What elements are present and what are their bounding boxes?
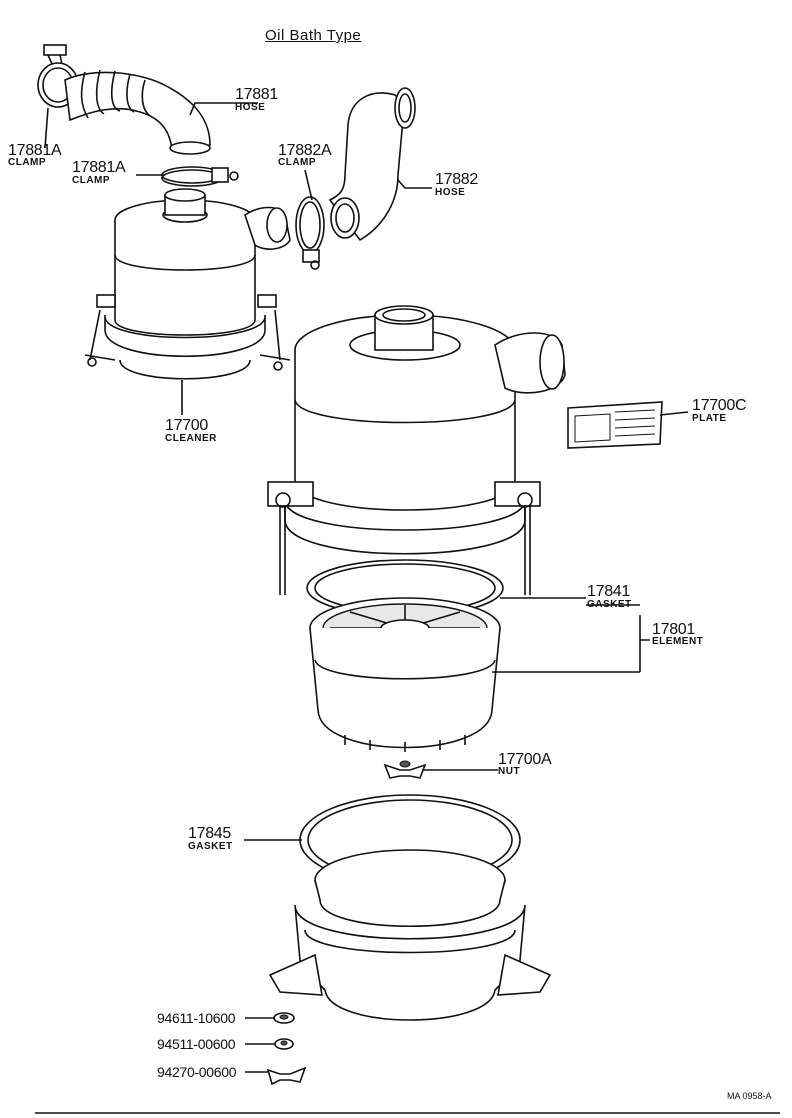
part-number-17801: 17801 xyxy=(652,621,695,638)
leader-lines xyxy=(35,102,780,1114)
clamp-17881a-center xyxy=(161,166,239,187)
part-name-17700a: NUT xyxy=(498,766,521,777)
part-number-17881: 17881 xyxy=(235,86,278,103)
part-name-17881a-left: CLAMP xyxy=(8,157,47,168)
part-name-17881: HOSE xyxy=(235,102,266,113)
element-17801 xyxy=(309,597,501,752)
part-name-17882a: CLAMP xyxy=(278,157,317,168)
part-number-17882a: 17882A xyxy=(278,142,332,159)
part-number-17841: 17841 xyxy=(587,583,630,600)
washer-94611 xyxy=(273,1012,295,1024)
part-number-17700a: 17700A xyxy=(498,751,552,768)
hardware-94511-00600: 94511-00600 xyxy=(157,1036,236,1052)
wing-nut-17700a xyxy=(383,760,427,779)
part-number-17845: 17845 xyxy=(188,825,231,842)
figure-code: MA 0958-A xyxy=(727,1091,772,1101)
part-number-17881a-left: 17881A xyxy=(8,142,62,159)
hardware-94611-10600: 94611-10600 xyxy=(157,1010,236,1026)
part-number-17700c: 17700C xyxy=(692,397,747,414)
oil-bowl xyxy=(268,849,552,1021)
cleaner-assembly-17700 xyxy=(84,188,291,380)
part-name-17845: GASKET xyxy=(188,841,233,852)
part-name-17700c: PLATE xyxy=(692,413,727,424)
part-name-17882: HOSE xyxy=(435,187,466,198)
lock-washer-94511 xyxy=(274,1038,294,1050)
part-number-17700: 17700 xyxy=(165,417,208,434)
cleaner-body xyxy=(267,305,566,595)
part-name-17801: ELEMENT xyxy=(652,636,704,647)
diagram-title: Oil Bath Type xyxy=(265,27,362,44)
plate-17700c xyxy=(567,401,663,449)
part-name-17881a-center: CLAMP xyxy=(72,175,111,186)
hose-17881 xyxy=(64,69,211,155)
part-number-17881a-center: 17881A xyxy=(72,159,126,176)
part-number-17882: 17882 xyxy=(435,171,478,188)
hardware-94270-00600: 94270-00600 xyxy=(157,1064,237,1080)
clamp-17882a xyxy=(295,196,325,270)
part-name-17841: GASKET xyxy=(587,599,632,610)
part-name-17700: CLEANER xyxy=(165,433,217,444)
wing-nut-94270 xyxy=(266,1066,307,1086)
hose-17882 xyxy=(328,87,416,242)
